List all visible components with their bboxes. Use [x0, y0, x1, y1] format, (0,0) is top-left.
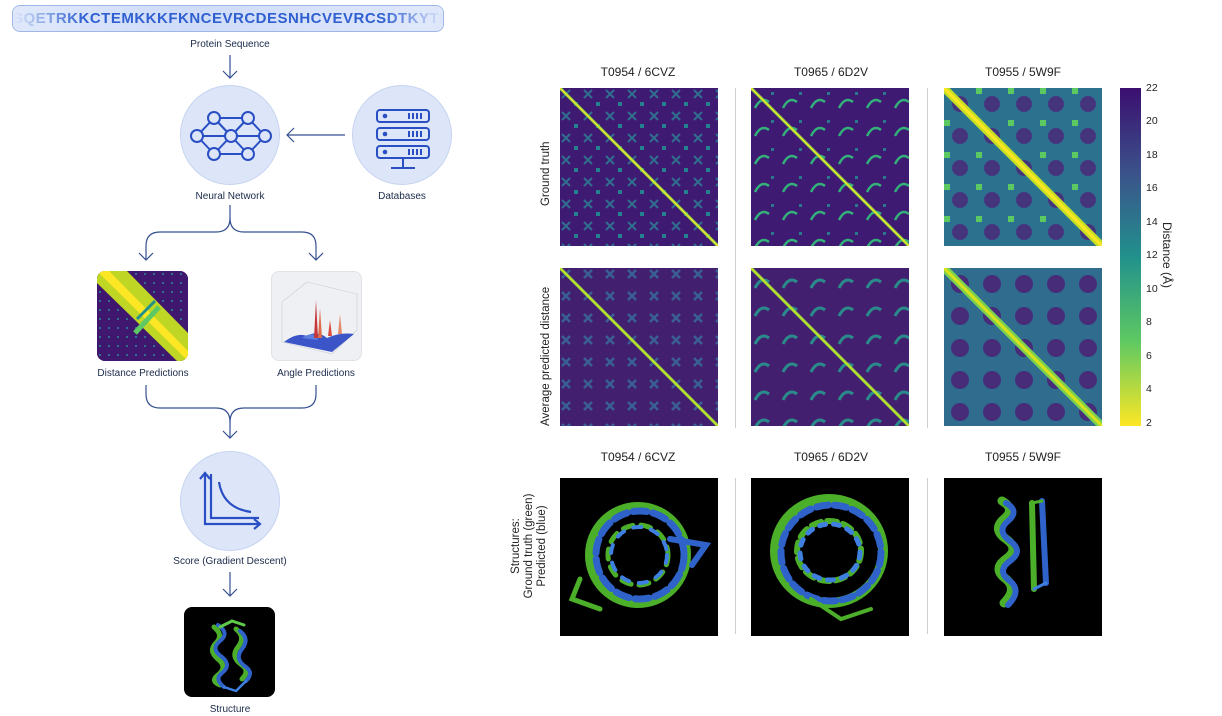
heatmap-ground-truth-t0965 [751, 88, 909, 246]
databases-label: Databases [378, 191, 426, 202]
colorbar-tick: 8 [1146, 316, 1152, 328]
colorbar-tick: 2 [1146, 417, 1152, 429]
angle-predictions-label: Angle Predictions [277, 368, 355, 379]
structure-column-title-3: T0955 / 5W9F [984, 450, 1062, 464]
structures-row-label-line: Predicted (blue) [536, 505, 548, 587]
distance-prediction-thumbnail [97, 271, 188, 361]
colorbar-tick: 6 [1146, 350, 1152, 362]
database-server-icon [376, 109, 430, 169]
row-label-ground-truth: Ground truth [540, 141, 552, 206]
colorbar-label: Distance (Å) [1160, 222, 1174, 289]
angle-prediction-thumbnail [271, 271, 362, 361]
row-label-average-predicted: Average predicted distance [540, 286, 552, 426]
column-title-2: T0965 / 6D2V [793, 65, 869, 79]
heatmap-predicted-t0955 [944, 268, 1102, 426]
heatmap-ground-truth-t0955 [944, 88, 1102, 246]
structure-render-t0955 [944, 478, 1102, 636]
column-divider [735, 478, 736, 634]
colorbar-tick: 22 [1146, 82, 1158, 94]
structure-label: Structure [209, 704, 251, 715]
heatmap-ground-truth-t0954 [560, 88, 718, 246]
structure-thumbnail [184, 607, 275, 697]
structures-row-label-line: Ground truth (green) [523, 493, 535, 599]
neural-network-icon [190, 111, 272, 161]
column-divider [927, 478, 928, 634]
neural-network-label: Neural Network [195, 191, 265, 202]
score-node [180, 451, 280, 551]
distance-predictions-label: Distance Predictions [97, 368, 189, 379]
column-title-3: T0955 / 5W9F [984, 65, 1062, 79]
structure-render-t0954 [560, 478, 718, 636]
protein-sequence-box: SQETRKKCTEMKKKFKNCEVRCDESNHCVEVRCSDTKYTL… [12, 5, 444, 32]
score-curve-icon [199, 471, 262, 530]
colorbar-tick: 14 [1146, 216, 1158, 228]
protein-sequence-text: SQETRKKCTEMKKKFKNCEVRCDESNHCVEVRCSDTKYTL… [13, 10, 444, 27]
colorbar-tick: 16 [1146, 182, 1158, 194]
databases-node [352, 85, 452, 185]
colorbar-tick: 20 [1146, 115, 1158, 127]
colorbar-tick: 4 [1146, 383, 1152, 395]
neural-network-node [180, 85, 280, 185]
structures-row-label-line: Structures: [510, 518, 522, 574]
heatmap-predicted-t0954 [560, 268, 718, 426]
flow-connectors [138, 55, 345, 597]
column-divider [927, 88, 928, 428]
colorbar-tick: 12 [1146, 249, 1158, 261]
column-title-1: T0954 / 6CVZ [600, 65, 676, 79]
column-divider [735, 88, 736, 428]
structure-column-title-2: T0965 / 6D2V [793, 450, 869, 464]
colorbar-tick: 10 [1146, 283, 1158, 295]
colorbar [1120, 88, 1141, 426]
heatmap-predicted-t0965 [751, 268, 909, 426]
score-label: Score (Gradient Descent) [173, 556, 287, 567]
colorbar-tick: 18 [1146, 149, 1158, 161]
structures-row-label: Structures: Ground truth (green) Predict… [510, 476, 549, 616]
structure-render-t0965 [751, 478, 909, 636]
structure-column-title-1: T0954 / 6CVZ [600, 450, 676, 464]
protein-sequence-label: Protein Sequence [190, 39, 270, 50]
